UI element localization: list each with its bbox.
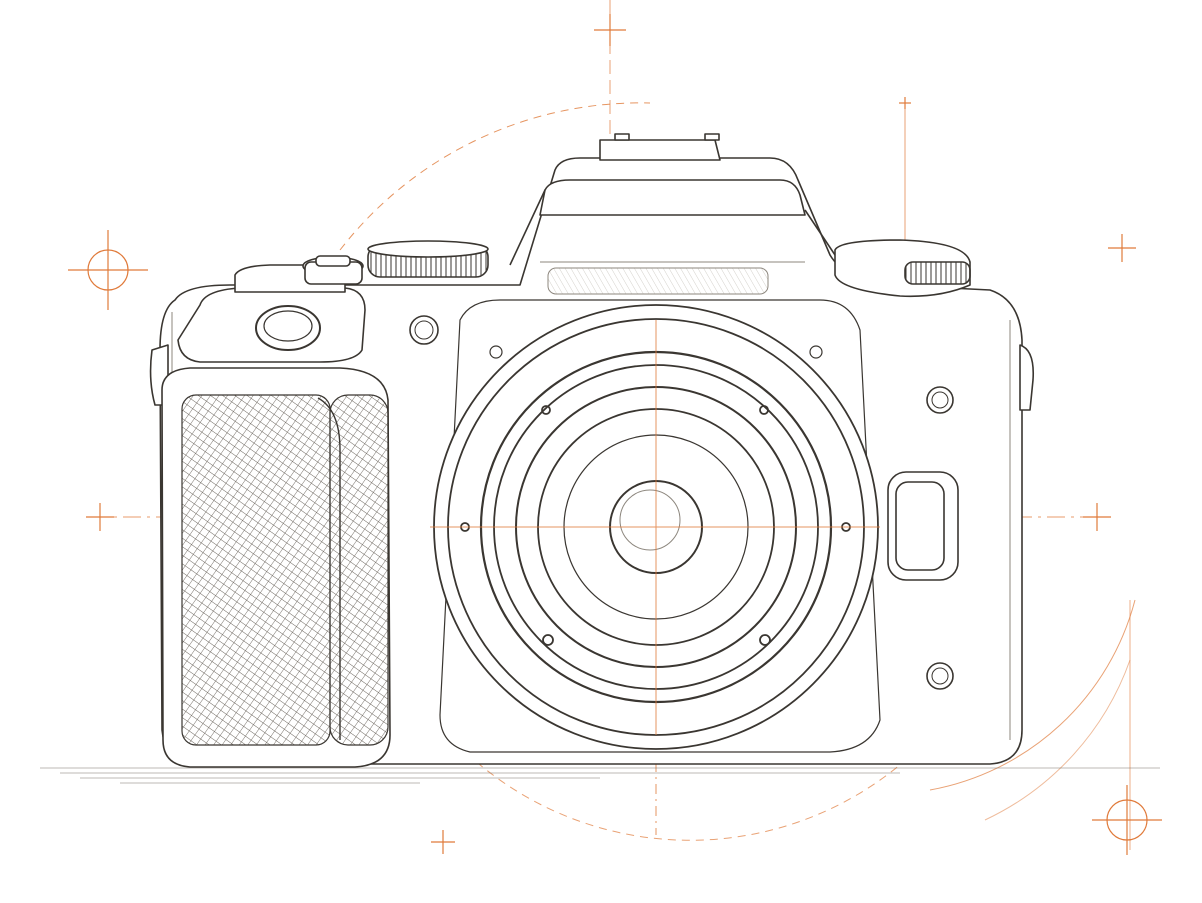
prism-housing <box>539 179 806 216</box>
registration-mark-icon <box>1083 503 1111 531</box>
lens-crosshair <box>430 320 880 735</box>
grip-texture <box>181 394 331 746</box>
guide-arc-right-2 <box>984 659 1131 821</box>
guide-arc <box>339 102 651 251</box>
guide-arc-right <box>929 599 1136 791</box>
hot-shoe <box>599 139 721 161</box>
guide-arc-bottom <box>419 699 961 841</box>
registration-marks <box>68 14 1162 855</box>
registration-mark-icon <box>431 830 455 854</box>
registration-mark-icon <box>86 503 114 531</box>
ground-shadow <box>40 767 1160 784</box>
registration-mark-icon <box>1108 234 1136 262</box>
crosshair-icon <box>1092 785 1162 855</box>
crosshair-icon <box>68 230 148 310</box>
registration-mark-icon <box>899 97 911 109</box>
strap-lug-right <box>1019 344 1035 411</box>
registration-mark-icon <box>594 14 626 46</box>
